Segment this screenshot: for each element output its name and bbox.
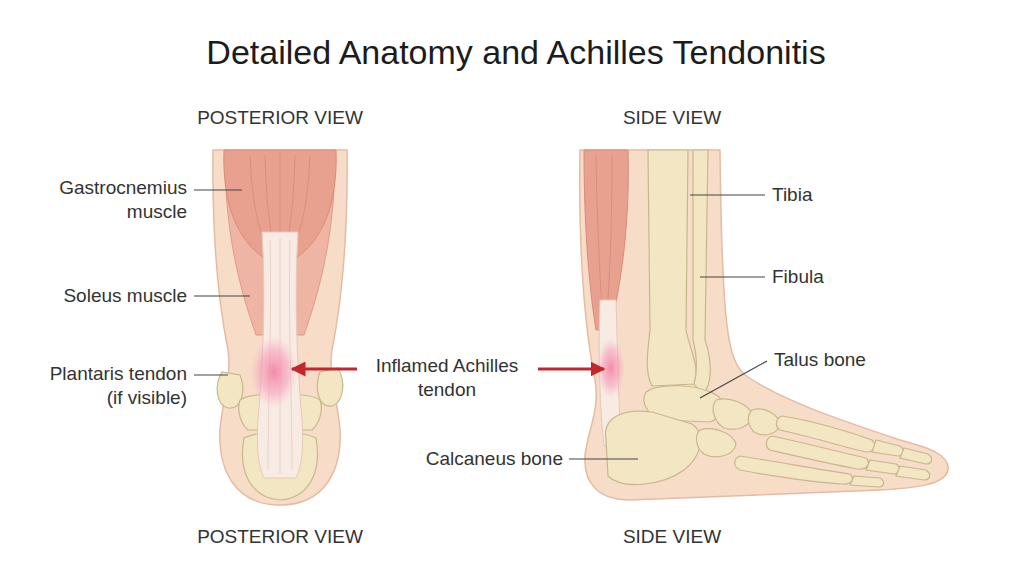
part-label: Gastrocnemius muscle <box>27 176 187 224</box>
skin <box>580 150 948 500</box>
malleolus <box>317 368 343 406</box>
posterior-leg <box>213 150 347 505</box>
view-label: POSTERIOR VIEW <box>130 106 430 130</box>
leader-line <box>194 189 242 190</box>
part-label: Plantaris tendon (if visible) <box>30 362 187 410</box>
cuneiform-bone <box>748 409 780 435</box>
phalanx <box>900 448 932 464</box>
leader-line <box>194 374 228 375</box>
cuboid-bone <box>697 429 736 457</box>
calcaneus-bone <box>605 411 700 484</box>
view-label: POSTERIOR VIEW <box>130 525 430 549</box>
part-label: Soleus muscle <box>27 284 187 308</box>
phalanx <box>866 460 900 474</box>
metatarsal <box>735 456 853 484</box>
phalanx <box>896 466 930 480</box>
inflammation <box>250 336 298 408</box>
part-label: Calcaneus bone <box>363 447 563 471</box>
leader-line <box>700 361 767 398</box>
navicular-bone <box>713 399 752 429</box>
callout-label: Inflamed Achilles tendon <box>362 354 532 402</box>
phalanx <box>850 476 884 487</box>
part-label: Fibula <box>772 265 972 289</box>
pointer-arrow <box>292 368 357 371</box>
leader-line <box>700 276 765 277</box>
part-label: Tibia <box>772 183 972 207</box>
phalanx <box>872 440 904 456</box>
leader-line <box>690 194 765 195</box>
leader-line <box>569 458 638 459</box>
pointer-arrow <box>538 368 604 371</box>
view-label: SIDE VIEW <box>522 525 822 549</box>
tibia-bone <box>647 150 696 386</box>
fibula-bone <box>693 150 710 394</box>
part-label: Talus bone <box>774 348 974 372</box>
side-leg <box>580 150 948 500</box>
leader-line <box>194 295 250 296</box>
skin <box>213 150 347 505</box>
view-label: SIDE VIEW <box>522 106 822 130</box>
diagram-title: Detailed Anatomy and Achilles Tendonitis <box>4 32 1024 72</box>
leader-lines <box>194 190 767 459</box>
